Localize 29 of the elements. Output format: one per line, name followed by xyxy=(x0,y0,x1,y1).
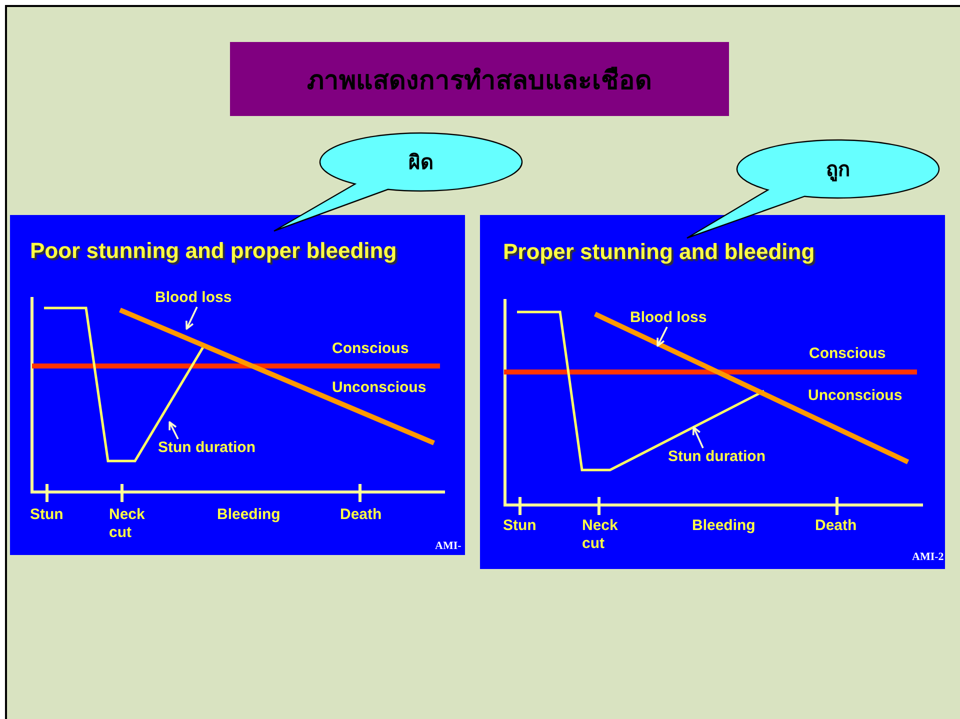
zone-label: Conscious xyxy=(332,340,409,358)
axis-label: Death xyxy=(340,506,382,524)
axis-label: Stun xyxy=(30,506,64,524)
leader-arrow xyxy=(186,306,198,330)
panel-heading: Proper stunning and bleeding xyxy=(503,239,815,265)
callout-text: ผิด xyxy=(408,149,434,176)
panel-heading: Poor stunning and proper bleeding xyxy=(30,238,397,264)
axis-label: Death xyxy=(815,517,857,535)
title-banner: ภาพแสดงการทำสลบและเชือด xyxy=(230,42,729,116)
leader-arrow xyxy=(656,326,668,347)
curve-label: Stun duration xyxy=(158,439,256,457)
axis-label: Neck cut xyxy=(582,517,619,553)
chart-panel xyxy=(480,215,945,569)
axis-label: Neck cut xyxy=(109,506,146,542)
curve-label: Stun duration xyxy=(668,448,766,466)
slide-code: AMI-2 xyxy=(912,551,944,563)
axis-label: Stun xyxy=(503,517,536,535)
axis-label: Bleeding xyxy=(692,517,756,535)
chart-panel xyxy=(10,215,465,555)
leader-arrow xyxy=(168,421,179,440)
axis-label: Bleeding xyxy=(217,506,280,524)
callout-text: ถูก xyxy=(826,156,850,184)
curve-label: Blood loss xyxy=(630,309,707,327)
zone-label: Unconscious xyxy=(332,379,426,397)
zone-label: Unconscious xyxy=(808,387,902,405)
leader-arrow xyxy=(692,426,704,448)
slide-code: AMI- xyxy=(435,540,462,552)
curve-label: Blood loss xyxy=(155,289,232,307)
zone-label: Conscious xyxy=(809,345,886,363)
